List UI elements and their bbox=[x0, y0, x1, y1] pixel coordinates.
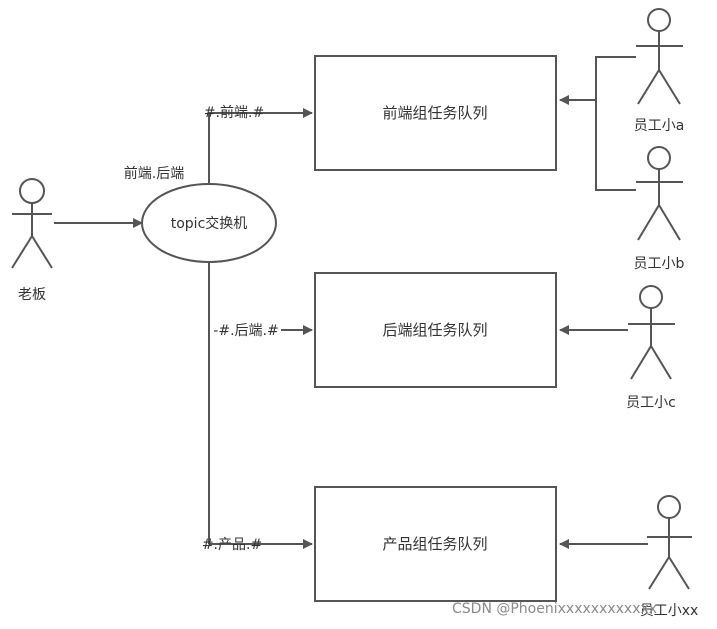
queue-frontend-label: 前端组任务队列 bbox=[382, 104, 487, 122]
topic-exchange-label: topic交换机 bbox=[171, 215, 248, 232]
exchange-binding-label: 前端.后端 bbox=[124, 165, 184, 182]
queue-product-box bbox=[314, 486, 557, 602]
routing-key-product: #.产品.# bbox=[202, 537, 262, 553]
queue-product-label: 产品组任务队列 bbox=[382, 535, 487, 553]
exchange-to-frontend-line bbox=[208, 108, 313, 184]
worker-b-actor-icon bbox=[636, 146, 683, 241]
queue-backend-label: 后端组任务队列 bbox=[382, 321, 487, 339]
worker-c-actor-icon bbox=[628, 285, 675, 380]
queue-frontend-box bbox=[314, 55, 557, 171]
worker-c-label: 员工小c bbox=[626, 395, 676, 411]
worker-a-actor-icon bbox=[636, 8, 683, 105]
worker-xx-label: 员工小xx bbox=[640, 603, 699, 619]
worker-b-label: 员工小b bbox=[634, 256, 685, 272]
boss-label: 老板 bbox=[18, 287, 46, 303]
worker-a-label: 员工小a bbox=[634, 118, 685, 134]
csdn-watermark: CSDN @Phoenixxxxxxxxxxxx bbox=[452, 601, 658, 617]
queue-backend-box bbox=[314, 272, 557, 388]
routing-key-frontend: #.前端.# bbox=[204, 104, 264, 121]
workers-ab-bracket bbox=[595, 56, 636, 191]
routing-key-backend: -#.后端.# bbox=[213, 323, 278, 339]
worker-xx-actor-icon bbox=[647, 495, 692, 590]
boss-actor-icon bbox=[11, 178, 53, 269]
